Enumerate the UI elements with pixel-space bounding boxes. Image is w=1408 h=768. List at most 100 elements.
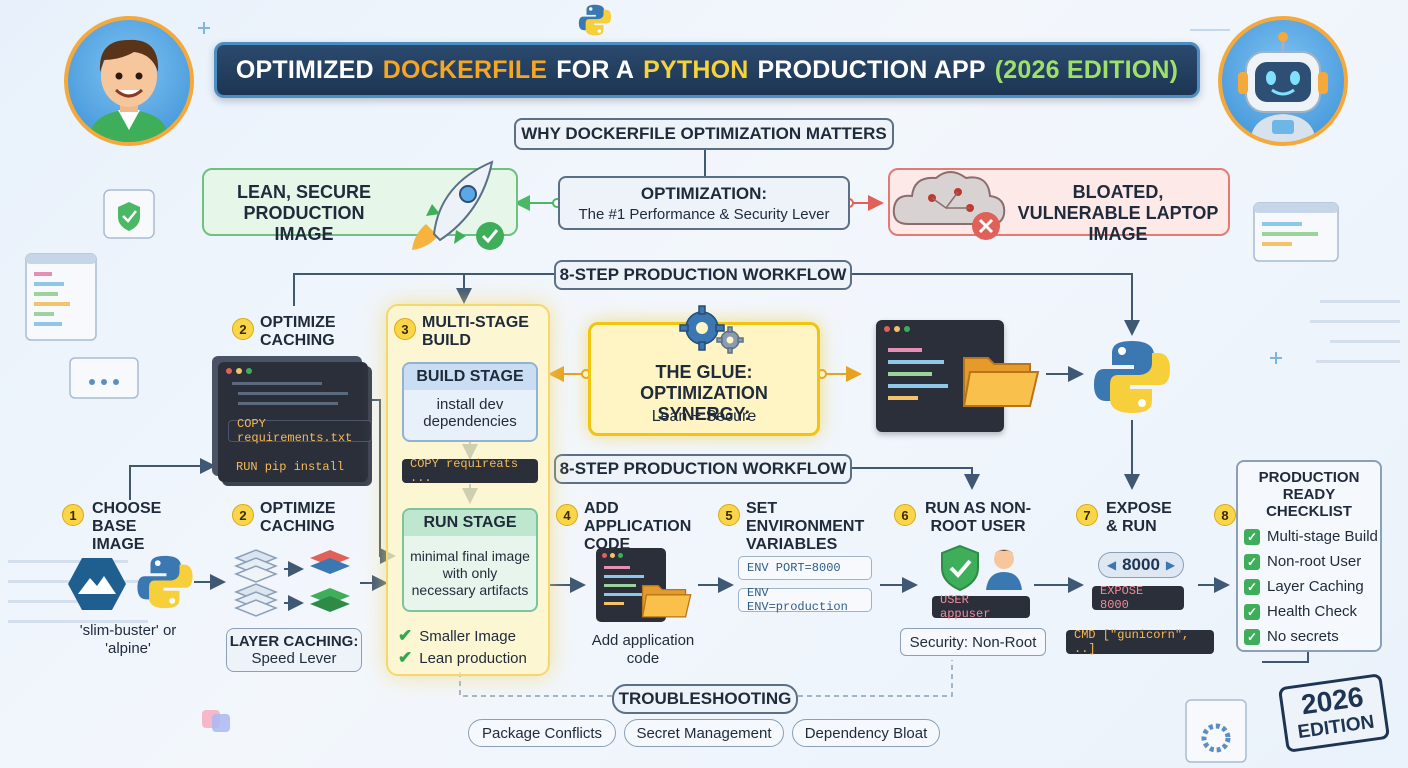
checkbox-checked-icon: ✓ (1244, 603, 1260, 620)
layer-caching-caption-box: LAYER CACHING: Speed Lever (226, 628, 362, 672)
step-number-6: 6 (894, 504, 916, 526)
step-number-4: 4 (556, 504, 578, 526)
checklist-item: ✓ Layer Caching (1244, 578, 1380, 595)
troubleshooting-item-2: Secret Management (624, 719, 784, 747)
multistage-check-2-label: Lean production (419, 649, 527, 667)
why-heading: WHY DOCKERFILE OPTIMIZATION MATTERS (514, 118, 894, 150)
checkbox-checked-icon: ✓ (1244, 528, 1260, 545)
step-6-title: RUN AS NON-ROOT USER (924, 500, 1032, 535)
optimization-subtitle: The #1 Performance & Security Lever (578, 206, 830, 223)
step-6-caption: Security: Non-Root (900, 628, 1046, 656)
step-number-1: 1 (62, 504, 84, 526)
layer-caching-title: LAYER CACHING: (229, 633, 359, 650)
user-icon (986, 549, 1022, 590)
step-1-title: CHOOSE BASE IMAGE (92, 500, 162, 553)
lean-image-label: LEAN, SECURE PRODUCTION IMAGE (236, 182, 371, 244)
checklist-title: PRODUCTION READY CHECKLIST (1258, 469, 1360, 520)
env-port-code: ENV PORT=8000 (738, 556, 872, 580)
checkbox-checked-icon: ✓ (1244, 628, 1260, 645)
bloated-image-label: BLOATED, VULNERABLE LAPTOP IMAGE (1017, 182, 1219, 244)
caching-code-line-1: COPY requirements.txt (228, 417, 372, 445)
run-stage-box: RUN STAGE minimal final image with only … (402, 508, 538, 612)
robot-icon (1238, 32, 1328, 142)
cmd-code: CMD ["gunicorn", ..] (1066, 628, 1214, 656)
troubleshooting-item-3: Dependency Bloat (792, 719, 940, 747)
developer-avatar (64, 16, 194, 146)
caching-code-line-2: RUN pip install (228, 456, 358, 478)
multistage-check-1: ✔ Smaller Image (398, 626, 516, 646)
step-number-7: 7 (1076, 504, 1098, 526)
troubleshooting-item-1: Package Conflicts (468, 719, 616, 747)
step-4-caption: Add application code (591, 632, 695, 667)
title-part-5: PRODUCTION APP (757, 55, 986, 84)
step-4-title: ADD APPLICATION CODE (584, 500, 692, 553)
step-3-title: MULTI-STAGE BUILD (422, 314, 529, 349)
user-appuser-code: USER appuser (932, 593, 1030, 621)
checklist-item-label: Multi-stage Build (1267, 528, 1378, 545)
step-number-3: 3 (394, 318, 416, 340)
build-stage-box: BUILD STAGE install dev dependencies (402, 362, 538, 442)
run-stage-title: RUN STAGE (404, 510, 536, 536)
lean-image-panel: LEAN, SECURE PRODUCTION IMAGE (202, 160, 518, 250)
workflow-heading-mid: 8-STEP PRODUCTION WORKFLOW (554, 454, 852, 484)
checklist-item-label: Health Check (1267, 603, 1358, 620)
multistage-check-1-label: Smaller Image (419, 627, 516, 645)
multistage-check-2: ✔ Lean production (398, 648, 527, 668)
step-number-2: 2 (232, 504, 254, 526)
title-part-2: DOCKERFILE (382, 55, 548, 84)
developer-icon (88, 39, 170, 142)
checklist-item: ✓ Health Check (1244, 603, 1380, 620)
glue-title: THE GLUE: OPTIMIZATION SYNERGY: (640, 362, 768, 424)
multistage-column (386, 304, 550, 676)
optimization-box: OPTIMIZATION: The #1 Performance & Secur… (558, 176, 850, 230)
checklist-item-label: No secrets (1267, 628, 1339, 645)
title-part-1: OPTIMIZED (235, 55, 374, 84)
checkbox-checked-icon: ✓ (1244, 553, 1260, 570)
python-logo-icon (578, 4, 612, 36)
bloated-image-panel: BLOATED, VULNERABLE LAPTOP IMAGE (888, 168, 1230, 244)
gem-decor-icon (202, 710, 230, 732)
step-2-title: OPTIMIZE CACHING (260, 500, 336, 535)
copy-code: COPY requireats ... (402, 457, 538, 485)
python-logo-step1-icon (137, 555, 193, 609)
checkmark-icon: ✔ (398, 648, 413, 667)
checklist-item-label: Layer Caching (1267, 578, 1364, 595)
rocket-icon (412, 160, 504, 250)
robot-avatar (1218, 16, 1348, 146)
checklist-item: ✓ Multi-stage Build (1244, 528, 1380, 545)
build-stage-title: BUILD STAGE (404, 364, 536, 390)
step-2-top-title: OPTIMIZE CACHING (260, 314, 336, 349)
expose-code: EXPOSE 8000 (1092, 584, 1184, 612)
checklist-item: ✓Non-root User (1244, 553, 1380, 570)
checklist-panel: PRODUCTION READY CHECKLIST ✓ Multi-stage … (1236, 460, 1382, 652)
troubleshooting-heading: TROUBLESHOOTING (612, 684, 798, 714)
python-logo-large-icon (1094, 341, 1170, 413)
title-part-6: (2026 EDITION) (994, 55, 1179, 84)
left-chevron-icon: ◀ (1106, 558, 1117, 572)
checklist-items: ✓Multi-stage Build✓Non-root User✓Layer C… (1238, 520, 1380, 645)
title-part-3: FOR A (556, 55, 635, 84)
run-stage-text: minimal final image with only necessary … (410, 548, 530, 598)
bloated-cloud-icon (892, 171, 1006, 240)
checkmark-icon: ✔ (398, 626, 413, 645)
shield-check-icon (941, 544, 979, 592)
glue-subtitle: Lean + Secure (651, 408, 757, 425)
checkbox-checked-icon: ✓ (1244, 578, 1260, 595)
step-5-title: SET ENVIRONMENT VARIABLES (746, 500, 865, 553)
env-env-code: ENV ENV=production (738, 586, 872, 614)
checklist-item: ✓ No secrets (1244, 628, 1380, 645)
gears-icon (679, 305, 744, 354)
layer-caching-subtitle: Speed Lever (251, 650, 337, 667)
right-chevron-icon: ▶ (1165, 558, 1176, 572)
port-badge: ◀ 8000 ▶ (1098, 552, 1184, 578)
step-number-5: 5 (718, 504, 740, 526)
step-1-caption: 'slim-buster' or 'alpine' (79, 622, 177, 657)
base-image-logo-icon (68, 558, 126, 610)
folder-icon (962, 357, 1040, 407)
title-part-4: PYTHON (643, 55, 749, 84)
optimization-title: OPTIMIZATION: (640, 184, 768, 203)
page-title: OPTIMIZED DOCKERFILE FOR A PYTHON PRODUC… (214, 42, 1200, 98)
app-folder-icon (641, 585, 692, 618)
port-number: 8000 (1122, 555, 1160, 574)
layer-stack-icon (233, 549, 350, 617)
